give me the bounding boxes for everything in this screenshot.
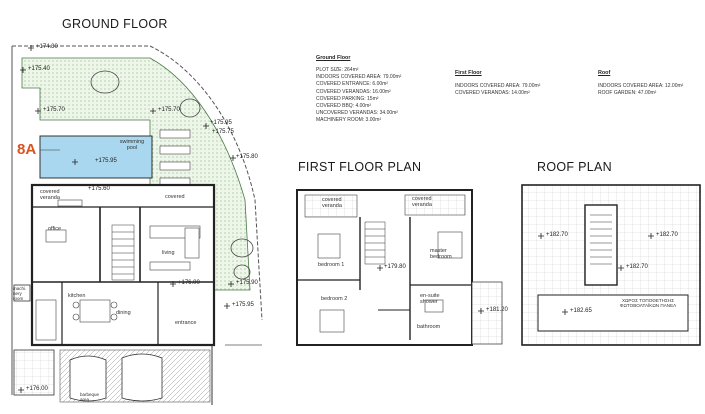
- schedule-line: INDOORS COVERED AREA: 79.00m²: [455, 83, 541, 89]
- ground-floor-title: GROUND FLOOR: [62, 17, 168, 31]
- room-label: bedroom 2: [321, 296, 348, 302]
- level-label: +182.70: [656, 232, 678, 238]
- level-label: +176.00: [178, 280, 200, 286]
- tree: [90, 70, 120, 94]
- level-label: +179.80: [384, 264, 406, 270]
- schedule-ground-heading: Ground Floor: [316, 55, 351, 61]
- room-label: covered veranda: [322, 197, 342, 209]
- room-label: bathroom: [417, 324, 441, 330]
- level-label: +182.65: [570, 308, 592, 314]
- pv-panel-area: [537, 294, 689, 332]
- level-label: +175.70: [158, 107, 180, 113]
- schedule-line: COVERED BBQ: 4.00m²: [316, 103, 372, 110]
- roof-plan: [521, 184, 701, 346]
- schedule-line: COVERED VERANDAS: 16.00m²: [316, 88, 391, 95]
- ground-floor-plan: [11, 45, 263, 405]
- roof-plan-title: ROOF PLAN: [537, 160, 612, 174]
- level-label: +182.70: [546, 232, 568, 238]
- level-label: +175.75: [212, 129, 234, 135]
- room-label: entrance: [175, 320, 197, 326]
- level-label: +175.95: [232, 302, 254, 308]
- schedule-roof-heading: Roof: [598, 70, 611, 76]
- schedule-line: COVERED PARKING: 15m²: [316, 95, 379, 102]
- room-label: dining: [116, 310, 131, 316]
- schedule-line: PLOT SIZE: 264m²: [316, 67, 359, 73]
- room-label: covered veranda: [412, 196, 432, 208]
- room-label: machi. nery room: [13, 286, 27, 301]
- room-label: swimming pool: [119, 139, 145, 151]
- first-floor-plan: [296, 189, 503, 346]
- level-label: +182.70: [626, 264, 648, 270]
- schedule-line: INDOORS COVERED AREA: 12.00m²: [598, 83, 684, 89]
- swimming-pool: [39, 135, 153, 179]
- schedule-first-heading: First Floor: [455, 70, 482, 76]
- room-label: covered: [165, 194, 185, 200]
- room-label: en-suite shower: [420, 293, 440, 305]
- first-floor-title: FIRST FLOOR PLAN: [298, 160, 422, 174]
- schedule-line: INDOORS COVERED AREA: 79.00m²: [316, 74, 402, 81]
- schedule-line: ROOF GARDEN: 47.00m²: [598, 90, 657, 97]
- level-label: +175.70: [43, 107, 65, 113]
- roof-note: ΧΩΡΟΣ ΤΟΠΟΘΕΤΗΣΗΣ ΦΩΤΟΒΟΛΤΑΪΚΩΝ ΠΑΝΕΛ: [619, 298, 677, 308]
- schedule-roof: Roof INDOORS COVERED AREA: 12.00m² ROOF …: [598, 70, 683, 97]
- schedule-ground: Ground Floor PLOT SIZE: 264m² INDOORS CO…: [316, 55, 401, 125]
- schedule-line: COVERED VERANDAS: 14.00m²: [455, 90, 530, 97]
- level-label: +181.20: [486, 307, 508, 313]
- schedule-line: MACHINERY ROOM: 3.00m²: [316, 117, 382, 124]
- unit-tag: 8A: [17, 141, 37, 158]
- schedule-line: UNCOVERED VERANDAS: 34.00m²: [316, 110, 398, 117]
- schedule-line: COVERED ENTRANCE: 6.00m²: [316, 81, 388, 88]
- room-label: office: [48, 226, 62, 232]
- room-label: barbeque area: [80, 392, 100, 402]
- level-label: +175.40: [28, 66, 50, 72]
- tree: [233, 264, 251, 280]
- room-label: covered veranda: [40, 189, 60, 201]
- level-label: +176.00: [26, 386, 48, 392]
- room-label: kitchen: [68, 293, 86, 299]
- level-label: +175.95: [95, 158, 117, 164]
- tree: [179, 98, 201, 118]
- level-label: +175.60: [88, 186, 110, 192]
- level-label: +174.30: [36, 44, 58, 50]
- room-label: master bedroom: [430, 248, 452, 260]
- room-label: bedroom 1: [318, 262, 345, 268]
- plot-boundary: [12, 45, 263, 321]
- tree: [230, 238, 254, 258]
- level-label: +175.95: [210, 120, 232, 126]
- room-label: living: [162, 250, 175, 256]
- level-label: +175.90: [236, 280, 258, 286]
- schedule-first: First Floor INDOORS COVERED AREA: 79.00m…: [455, 70, 540, 97]
- level-label: +175.80: [236, 154, 258, 160]
